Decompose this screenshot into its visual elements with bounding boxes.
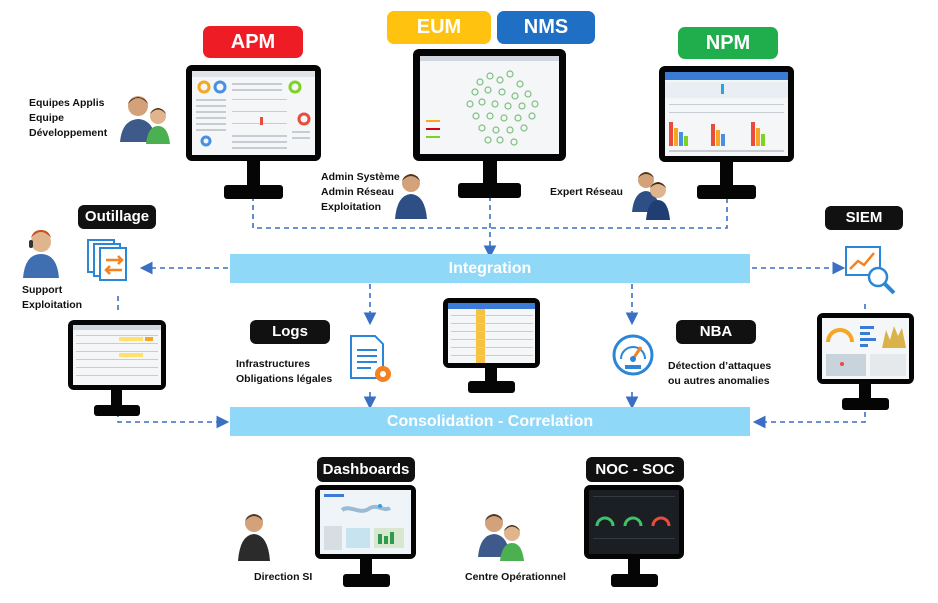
user-icon [395, 174, 427, 219]
dashboards-badge: Dashboards [317, 457, 415, 482]
network-map-screen [420, 56, 559, 154]
logs-badge: Logs [250, 320, 330, 344]
ticket-list-screen [73, 325, 161, 385]
noc-soc-monitor [584, 485, 684, 588]
dashboards-monitor [315, 485, 416, 588]
user-group-icon [120, 96, 170, 144]
centre-label: Centre Opérationnel [465, 571, 566, 583]
siem-dashboard-screen [822, 318, 909, 379]
consolidation-correlation-bar: Consolidation - Correlation [230, 407, 750, 436]
chart-magnifier-icon [845, 246, 896, 295]
npm-badge: NPM [678, 27, 778, 59]
direction-label: Direction SI [254, 571, 313, 583]
siem-monitor [817, 313, 914, 411]
speedometer-icon [612, 334, 654, 376]
siem-badge: SIEM [825, 206, 903, 230]
npm-monitor [659, 66, 794, 199]
npm-charts-screen [665, 72, 788, 156]
events-table-screen [448, 303, 535, 363]
document-gear-icon [350, 335, 391, 382]
user-group-icon [478, 514, 524, 561]
user-group-icon [632, 172, 670, 220]
outillage-badge: Outillage [78, 205, 156, 229]
documents-exchange-icon [87, 239, 127, 281]
user-icon [23, 230, 59, 278]
user-icon [238, 514, 270, 561]
nba-badge: NBA [676, 320, 756, 344]
nms-badge: NMS [497, 11, 595, 44]
central-monitor [443, 298, 540, 394]
dashboard-screen [320, 490, 411, 554]
integration-bar: Integration [230, 254, 750, 283]
eum-nms-monitor [413, 49, 566, 199]
eum-badge: EUM [387, 11, 491, 44]
noc-soc-badge: NOC - SOC [586, 457, 684, 482]
apm-monitor [186, 65, 321, 199]
noc-gauges-screen [589, 490, 679, 554]
apm-badge: APM [203, 26, 303, 58]
apm-dashboard-screen [192, 71, 315, 155]
outillage-monitor [68, 320, 166, 417]
expert-label: Expert Réseau [550, 186, 623, 198]
